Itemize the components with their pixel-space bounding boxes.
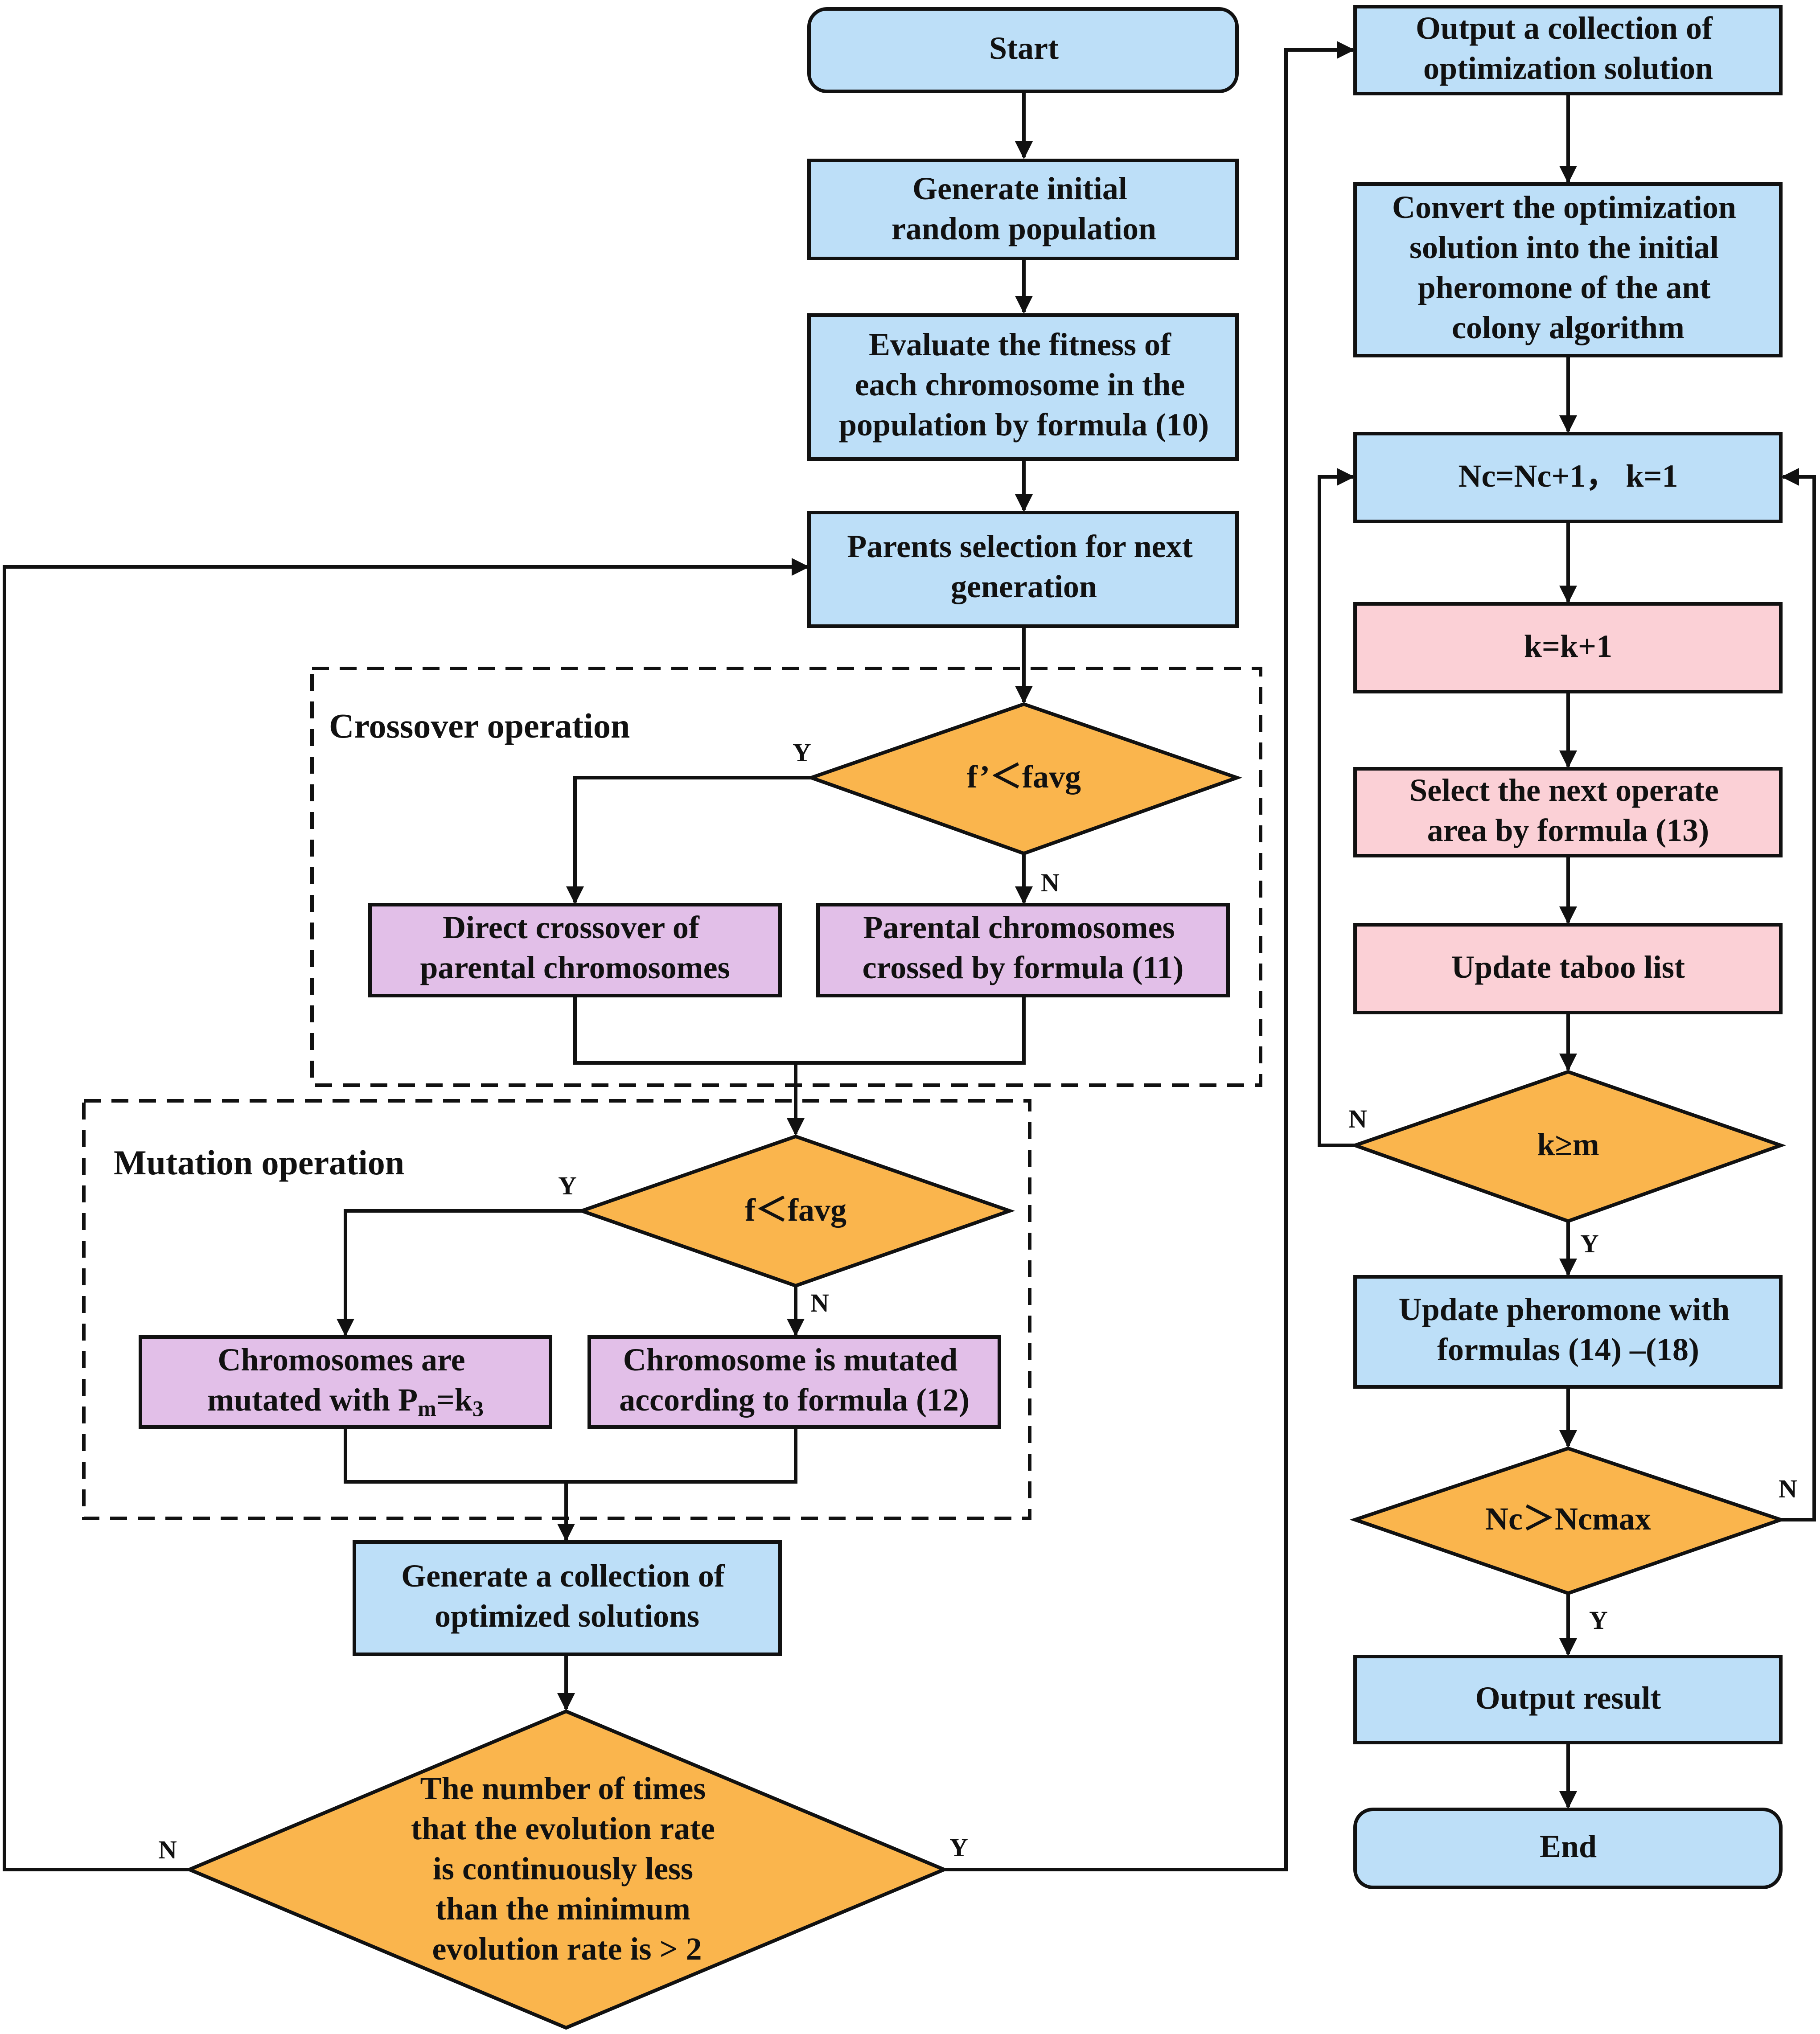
generate-collection-node [353,1540,782,1656]
k-yes-label: Y [1580,1229,1599,1258]
evaluate-fitness-label: Evaluate the fitness of each chromosome … [839,327,1209,443]
generate-collection-label: Generate a collection of optimized solut… [401,1558,733,1634]
mutate-formula-node [587,1335,1001,1429]
edge-deck-n-ncinc [1318,468,1355,1147]
k-increment-node [1353,602,1783,693]
edge-decmut-pm [337,1209,582,1337]
generate-population-label: Generate initial random population [892,171,1156,246]
end-label: End [1540,1829,1597,1864]
nc-yes-label: Y [1589,1606,1608,1635]
update-taboo-label: Update taboo list [1451,949,1685,985]
select-area-node [1353,767,1783,857]
output-result-node [1353,1655,1783,1744]
mutation-group-frame [82,1099,1031,1520]
edge-decevo-y-outcoll [944,41,1355,1871]
nc-decision-label: Nc＞Ncmax [1485,1501,1651,1537]
mutate-pm-node [139,1335,552,1429]
nc-no-label: N [1779,1474,1797,1503]
mutation-decision [576,1134,1015,1288]
update-taboo-node [1353,923,1783,1014]
edge-deccross-direct [566,776,811,904]
update-pheromone-label: Update pheromone with formulas (14) –(18… [1399,1292,1738,1367]
mutation-decision-label: f＜favg [745,1192,846,1228]
convert-pheromone-node [1353,182,1783,357]
crossover-no-label: N [1041,868,1060,897]
update-pheromone-node [1353,1275,1783,1389]
nc-increment-label: Nc=Nc+1， k=1 [1458,458,1678,494]
mutation-group-title: Mutation operation [114,1143,404,1182]
parents-selection-node [807,511,1239,628]
edge-mut-merge [344,1427,797,1484]
crossover-yes-label: Y [793,738,811,767]
output-collection-node [1353,5,1783,95]
formula-crossover-label: Parental chromosomes crossed by formula … [863,910,1184,985]
nc-decision [1349,1446,1787,1595]
output-result-label: Output result [1475,1680,1661,1716]
edges [3,41,1816,1871]
direct-crossover-node [368,903,782,997]
mutate-formula-label: Chromosome is mutated according to formu… [619,1342,970,1418]
k-decision [1349,1070,1787,1223]
end-node [1353,1808,1783,1889]
edge-decevo-n-parents [3,558,809,1871]
evolution-rate-label: The number of times that the evolution r… [411,1771,723,1967]
edge-decnc-n-ncinc [1781,468,1816,1521]
crossover-group-title: Crossover operation [329,706,630,745]
select-area-label: Select the next operate area by formula … [1409,772,1727,848]
output-collection-label: Output a collection of optimization solu… [1416,10,1721,86]
mutation-yes-label: Y [558,1171,577,1200]
start-node [807,7,1239,93]
mutate-pm-label: Chromosomes are mutated with Pm=k3 [207,1342,484,1421]
start-label: Start [989,30,1059,66]
k-decision-label: k≥m [1537,1127,1599,1162]
evolution-rate-decision [185,1709,949,2030]
nc-increment-node [1353,432,1783,523]
k-no-label: N [1348,1104,1367,1133]
crossover-decision [805,702,1243,856]
direct-crossover-label: Direct crossover of parental chromosomes [420,910,730,985]
formula-crossover-node [816,903,1230,997]
evaluate-fitness-node [807,313,1239,461]
edge-cross-merge [573,996,1026,1065]
mutation-no-label: N [810,1288,829,1317]
parents-selection-label: Parents selection for next generation [847,529,1200,604]
k-increment-label: k=k+1 [1524,628,1612,664]
generate-population-node [807,159,1239,260]
convert-pheromone-label: Convert the optimization solution into t… [1392,189,1744,345]
evolution-no-label: N [158,1835,177,1864]
crossover-group-frame [310,667,1262,1087]
crossover-decision-label: f’＜favg [967,759,1081,795]
evolution-yes-label: Y [949,1833,968,1862]
